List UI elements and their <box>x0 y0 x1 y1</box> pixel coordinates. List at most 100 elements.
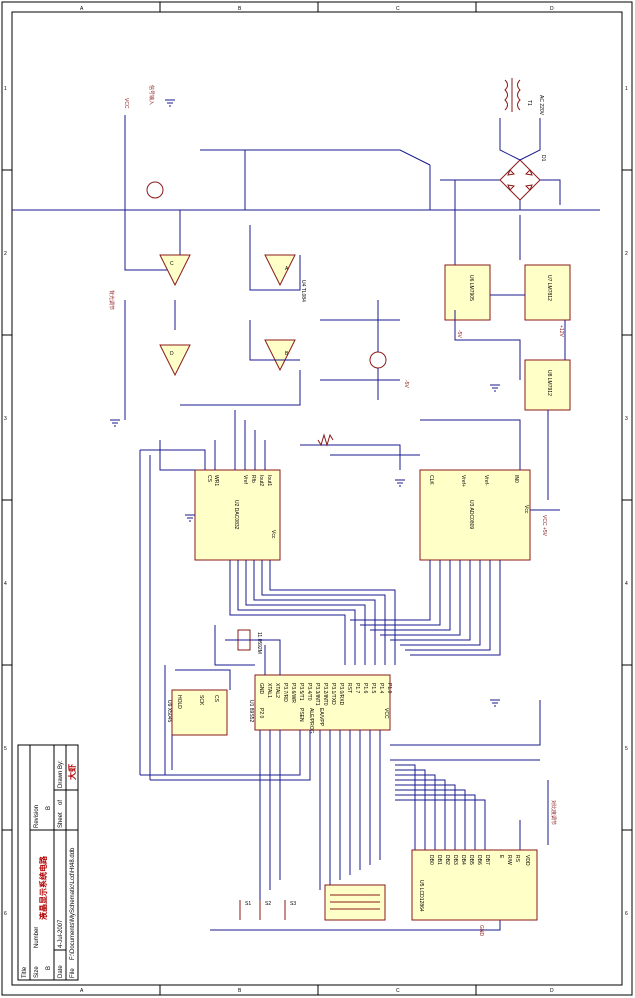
opamp-u4d: B <box>264 339 296 372</box>
regulator-u7: U7 LM7812 <box>524 264 571 321</box>
size-value: B <box>46 966 52 970</box>
drawn-value: 大虾 <box>67 764 77 780</box>
lcd-u5: U5 LCD12864 DB0 DB1 DB2 DB3 DB4 DB5 DB6 … <box>411 849 538 921</box>
keys: S1 S2 S3 <box>239 900 296 920</box>
u9-ref: U9 X5045 <box>166 700 172 722</box>
opamp-u4b: D <box>159 344 191 377</box>
u5-pin: DB0 <box>428 855 434 865</box>
t1-label: AC 220V <box>538 95 544 116</box>
u5-pin: DB5 <box>468 855 474 865</box>
u3-ref: U3 ADC0809 <box>468 500 474 529</box>
u2-pin: Vref <box>242 475 248 485</box>
u1-pin: P3.6/WR <box>290 683 296 703</box>
ground-symbols <box>110 99 500 707</box>
u1-pin: RST <box>346 683 352 693</box>
net-minus5: -5V <box>403 380 409 388</box>
u9-pin: CS <box>213 695 219 703</box>
zone-number: 4 <box>625 581 628 587</box>
regulator-u8: U8 LM7912 <box>524 359 571 411</box>
u1-pin: P3.7/RD <box>282 683 288 702</box>
zone-number: 2 <box>4 251 7 257</box>
u5-pin: DB3 <box>452 855 458 865</box>
file-value: F:\Documents\MySchematic\Lcd\Ht48.ddb <box>70 847 76 960</box>
u1-pin: XTAL1 <box>266 683 272 698</box>
u1-pin: P3.4/T0 <box>306 683 312 701</box>
u5-pin: DB2 <box>444 855 450 865</box>
d1-ref: D1 <box>540 155 546 162</box>
opamp-u4c: A <box>264 254 296 287</box>
u1-pin: EA/VPP <box>318 708 324 727</box>
zone-letter: B <box>238 6 242 12</box>
u1-pin: GND <box>258 683 264 695</box>
zone-number: 5 <box>625 746 628 752</box>
date-label: Date <box>58 965 64 978</box>
u3-pin: Vref- <box>483 475 489 486</box>
u7-ref: U7 LM7812 <box>546 275 552 301</box>
u9-pin: SCK <box>198 695 204 706</box>
revision-label: Revision <box>34 805 40 828</box>
title-text: 液晶显示系统电路 <box>38 855 48 920</box>
u9-pin: HOLD <box>176 695 182 709</box>
chip-u2: U2 DAC0832 Iout1 Iout2 Rfb Vref CS WR1 V… <box>194 469 281 561</box>
drawn-label: Drawn By: <box>58 760 64 788</box>
title-label: Title <box>22 966 28 978</box>
zone-number: 5 <box>4 746 7 752</box>
zone-number: 2 <box>625 251 628 257</box>
chip-u1: U1 89S52 GND XTAL1 XTAL2 P3.7/RD P3.6/WR… <box>248 674 392 734</box>
sheet-label: Sheet <box>58 812 64 828</box>
revision-value: B <box>46 806 52 810</box>
u1-pin: PSEN <box>298 708 304 722</box>
u1-pin: P1.5 <box>370 683 376 694</box>
key-label: S3 <box>290 901 296 907</box>
key-label: S2 <box>265 901 271 907</box>
resistor-pack-rp <box>324 884 386 921</box>
zone-letter: B <box>238 988 242 994</box>
u3-pin: CLK <box>428 475 434 485</box>
zone-letter: D <box>550 6 554 12</box>
crystal-y1: 11.0592M <box>237 629 262 654</box>
resistor-vr1 <box>317 433 334 447</box>
u1-pin: VCC <box>383 708 389 719</box>
key-label: S1 <box>245 901 251 907</box>
u1-pin: P1.7 <box>354 683 360 694</box>
u2-pin: Rfb <box>250 475 256 483</box>
net-backlight: 背光调节 <box>108 290 115 310</box>
zone-letters-top: A B C D A B C D <box>80 2 554 995</box>
net-vcc5: VCC +5V <box>541 515 547 537</box>
u5-pin: DB7 <box>484 855 490 865</box>
u3-pin: Vref+ <box>460 475 466 487</box>
u1-pin: ALE/PROG <box>308 708 314 734</box>
u1-pin: P3.5/T1 <box>298 683 304 701</box>
u5-pin: DB1 <box>436 855 442 865</box>
data-bus <box>229 560 501 665</box>
u1-pin: P3.0/RXD <box>338 683 344 706</box>
u1-pin: P3.2/INT0 <box>322 683 328 706</box>
u4-pin: A <box>285 266 289 272</box>
zone-letter: A <box>80 6 84 12</box>
inner-border <box>11 11 623 986</box>
u5-pin: DB6 <box>476 855 482 865</box>
date-value: 4-Jul-2007 <box>58 919 64 948</box>
transistor-q1 <box>146 181 164 199</box>
zone-number: 1 <box>625 86 628 92</box>
zone-number: 3 <box>4 416 7 422</box>
net-input: 信号输入 <box>148 85 155 105</box>
zone-number: 6 <box>4 911 7 917</box>
y1-label: 11.0592M <box>256 632 262 654</box>
zone-number: 4 <box>4 581 7 587</box>
u5-pin: DB4 <box>460 855 466 865</box>
u5-pin: E <box>498 855 504 859</box>
zone-letter: C <box>396 988 400 994</box>
t1-ref: T1 <box>526 100 532 106</box>
net-vcc-12-top: +12V <box>558 325 564 337</box>
zone-letter: C <box>396 6 400 12</box>
chip-u3: U3 ADC0809 CLK Vref+ Vref- IN0 Vcc <box>419 469 531 561</box>
u1-pin: P1.6 <box>362 683 368 694</box>
u2-pin: Iout2 <box>258 475 264 486</box>
zone-numbers-right: 1 2 3 4 5 6 1 2 3 4 5 6 <box>2 86 632 917</box>
u2-pin: Iout1 <box>266 475 272 486</box>
u1-ref: U1 89S52 <box>248 700 254 722</box>
u5-pin: R/W <box>506 855 512 865</box>
